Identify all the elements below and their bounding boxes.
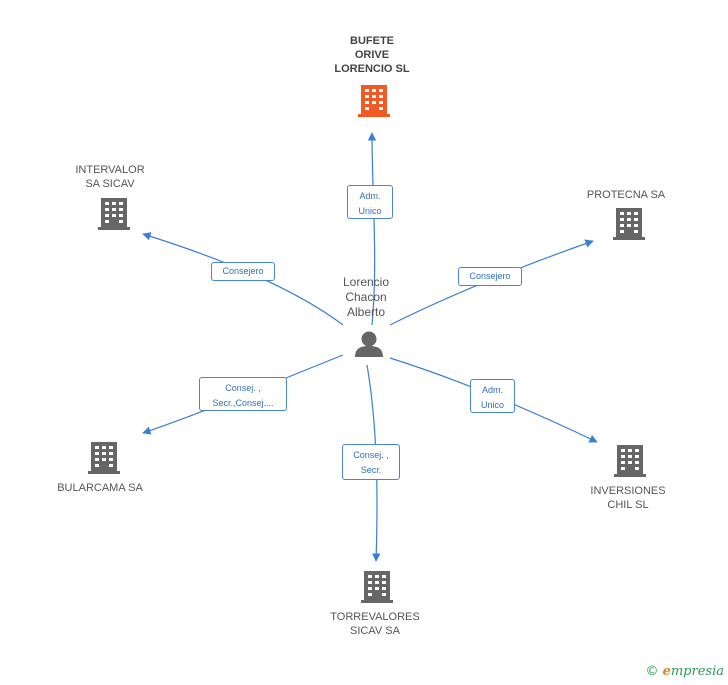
edge-label-inversiones: Adm. Unico xyxy=(470,379,515,413)
node-label-bularcama[interactable]: BULARCAMA SA xyxy=(57,482,143,494)
brand-name: mpresia xyxy=(670,664,724,679)
edge-label-torrevalores: Consej. , Secr. xyxy=(342,444,400,480)
node-label-protecna[interactable]: PROTECNA SA xyxy=(586,189,666,201)
empresia-logo[interactable]: © empresia xyxy=(645,664,724,679)
node-label-torrevalores[interactable]: TORREVALORES SICAV SA xyxy=(330,611,420,637)
node-label-intervalor[interactable]: INTERVALOR SA SICAV xyxy=(75,164,145,190)
copyright-icon: © xyxy=(645,664,659,679)
edge-label-bufete: Adm. Unico xyxy=(347,185,393,219)
node-label-inversiones[interactable]: INVERSIONES CHIL SL xyxy=(590,485,666,511)
person-icon[interactable] xyxy=(355,331,383,358)
brand-initial: e xyxy=(662,664,671,679)
edge-label-intervalor: Consejero xyxy=(211,262,275,281)
edge-bufete xyxy=(367,132,377,326)
building-windows xyxy=(95,89,639,596)
node-label-bufete[interactable]: BUFETE ORIVE LORENCIO SL xyxy=(334,35,410,75)
person-label[interactable]: Lorencio Chacon Alberto xyxy=(342,275,390,319)
edge-label-bularcama: Consej. , Secr.,Consej.... xyxy=(199,377,287,411)
edge-label-protecna: Consejero xyxy=(458,267,522,286)
